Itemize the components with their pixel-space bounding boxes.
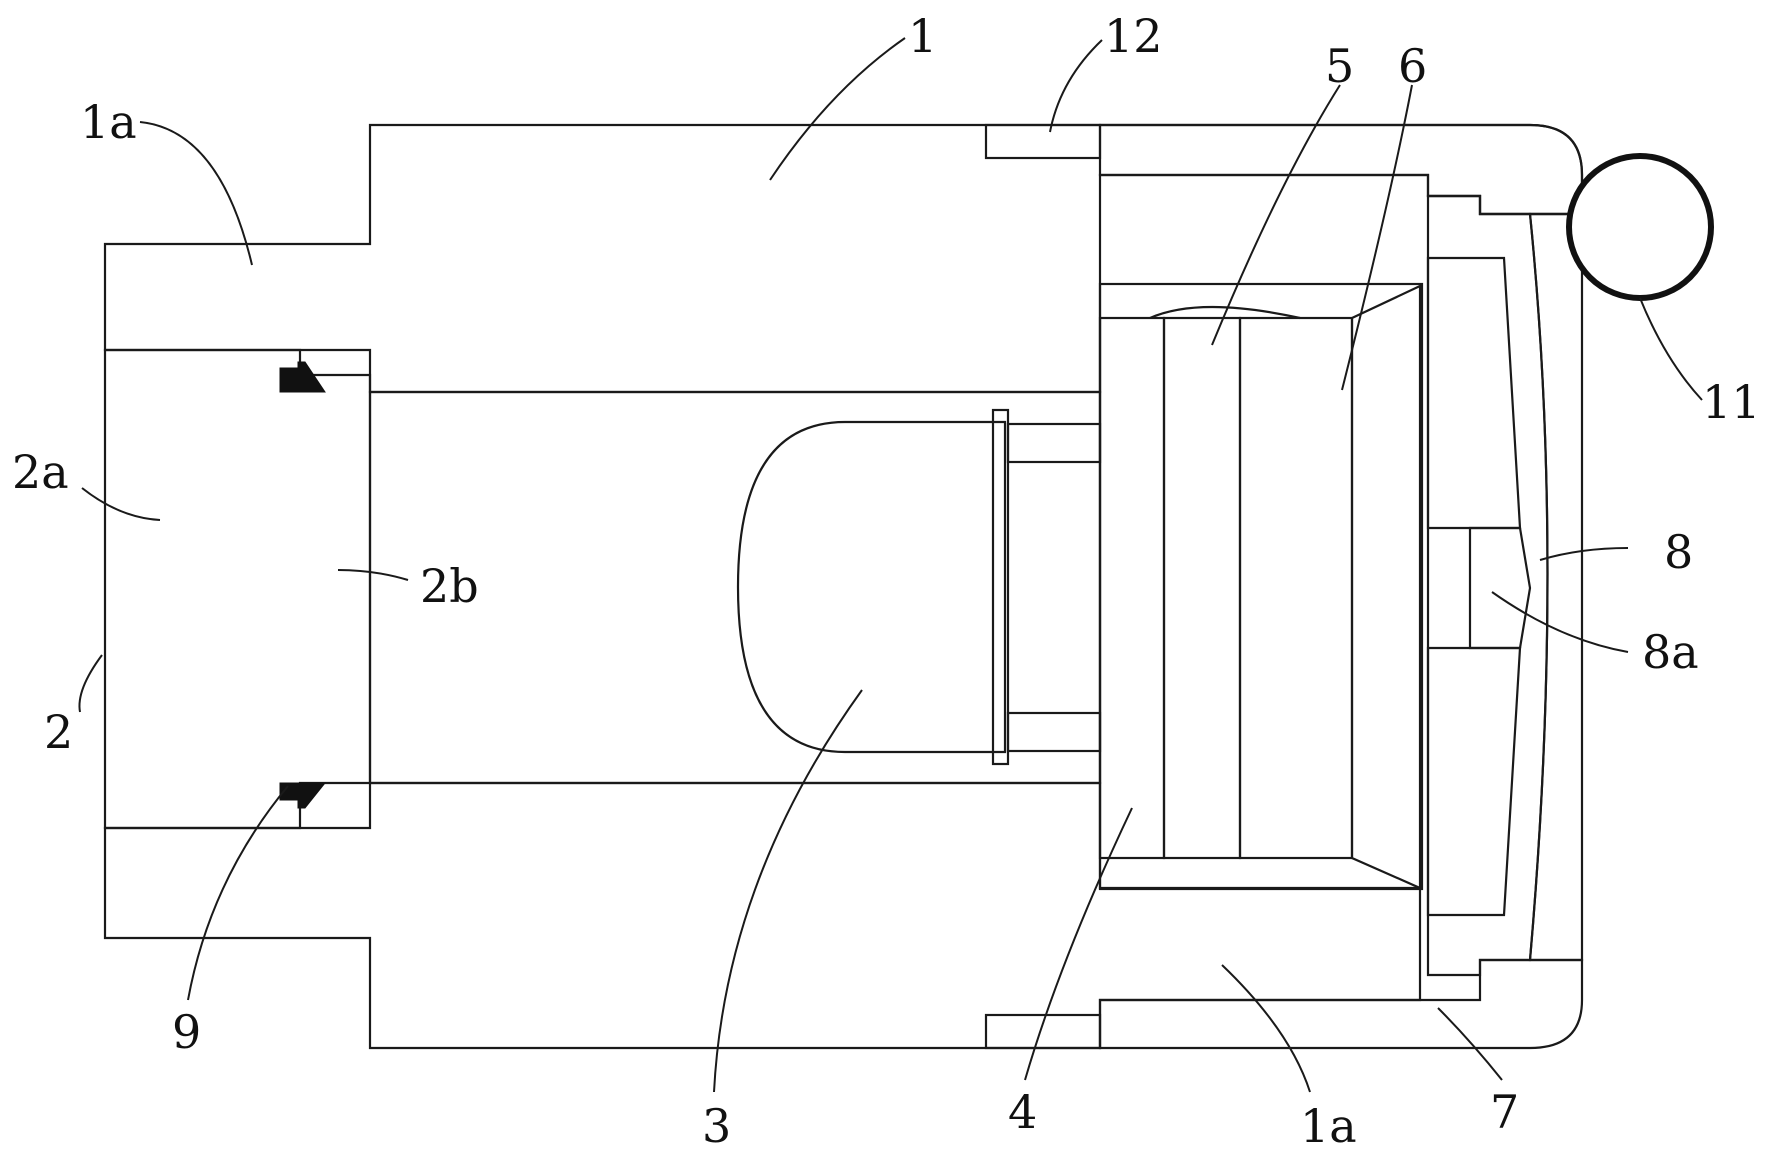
inner-chamber xyxy=(1098,282,1424,891)
leader-2 xyxy=(78,654,103,713)
housing-body xyxy=(105,125,1424,1048)
label-6: 6 xyxy=(1398,39,1427,93)
leader-5 xyxy=(1211,84,1341,346)
label-4: 4 xyxy=(1008,1085,1037,1139)
leader-8 xyxy=(1539,547,1629,561)
component-5 xyxy=(1162,316,1242,860)
component-6 xyxy=(1238,316,1354,860)
leader-7 xyxy=(1437,1007,1503,1081)
central-bore xyxy=(368,390,1102,785)
label-1: 1 xyxy=(908,9,937,63)
dome-stem-bottom xyxy=(1006,711,1102,753)
component-4 xyxy=(1098,316,1166,860)
leader-4 xyxy=(1024,807,1133,1081)
ring-12-bottom xyxy=(984,1013,1102,1050)
dome-flange xyxy=(991,408,1010,766)
label-8: 8 xyxy=(1664,525,1693,579)
cap-bottom xyxy=(1098,958,1584,1050)
housing-upper-wall xyxy=(103,123,1584,394)
leader-12 xyxy=(1049,39,1103,133)
front-window xyxy=(1528,212,1584,962)
housing-lower-wall xyxy=(103,781,1422,1050)
leader-2b xyxy=(337,569,409,581)
leader-3 xyxy=(713,689,863,1093)
leader-1 xyxy=(769,37,906,181)
label-1a-top: 1a xyxy=(80,95,137,149)
dome-3 xyxy=(736,420,1007,754)
leader-1a-bottom xyxy=(1221,964,1311,1093)
label-7: 7 xyxy=(1490,1085,1519,1139)
lens-arc xyxy=(1149,305,1301,320)
taper-element xyxy=(1350,284,1422,890)
label-2a: 2a xyxy=(12,445,69,499)
label-9: 9 xyxy=(172,1005,201,1059)
retainer-slot-top xyxy=(1426,256,1522,530)
leader-8a xyxy=(1491,591,1629,653)
leader-2a xyxy=(81,487,161,521)
leader-1a-top xyxy=(139,121,253,266)
dome-stem-top xyxy=(1006,422,1102,464)
label-2: 2 xyxy=(44,705,73,759)
seal-9-bottom xyxy=(279,782,327,809)
seal-9-top xyxy=(279,361,326,393)
retainer-slot-bottom xyxy=(1426,646,1522,917)
ring-11 xyxy=(1566,153,1714,301)
label-8a: 8a xyxy=(1642,625,1699,679)
plug-2 xyxy=(103,348,372,830)
label-1a-bottom: 1a xyxy=(1300,1099,1357,1153)
cap-top xyxy=(1098,123,1584,216)
leader-9 xyxy=(187,785,289,1001)
leader-11 xyxy=(1639,297,1703,401)
ring-12-top xyxy=(984,123,1102,160)
label-2b: 2b xyxy=(420,559,479,613)
label-12: 12 xyxy=(1104,9,1163,63)
label-5: 5 xyxy=(1325,39,1354,93)
part-8a xyxy=(1468,526,1532,650)
label-11: 11 xyxy=(1702,375,1761,429)
leader-6 xyxy=(1341,84,1413,391)
label-3: 3 xyxy=(702,1099,731,1153)
